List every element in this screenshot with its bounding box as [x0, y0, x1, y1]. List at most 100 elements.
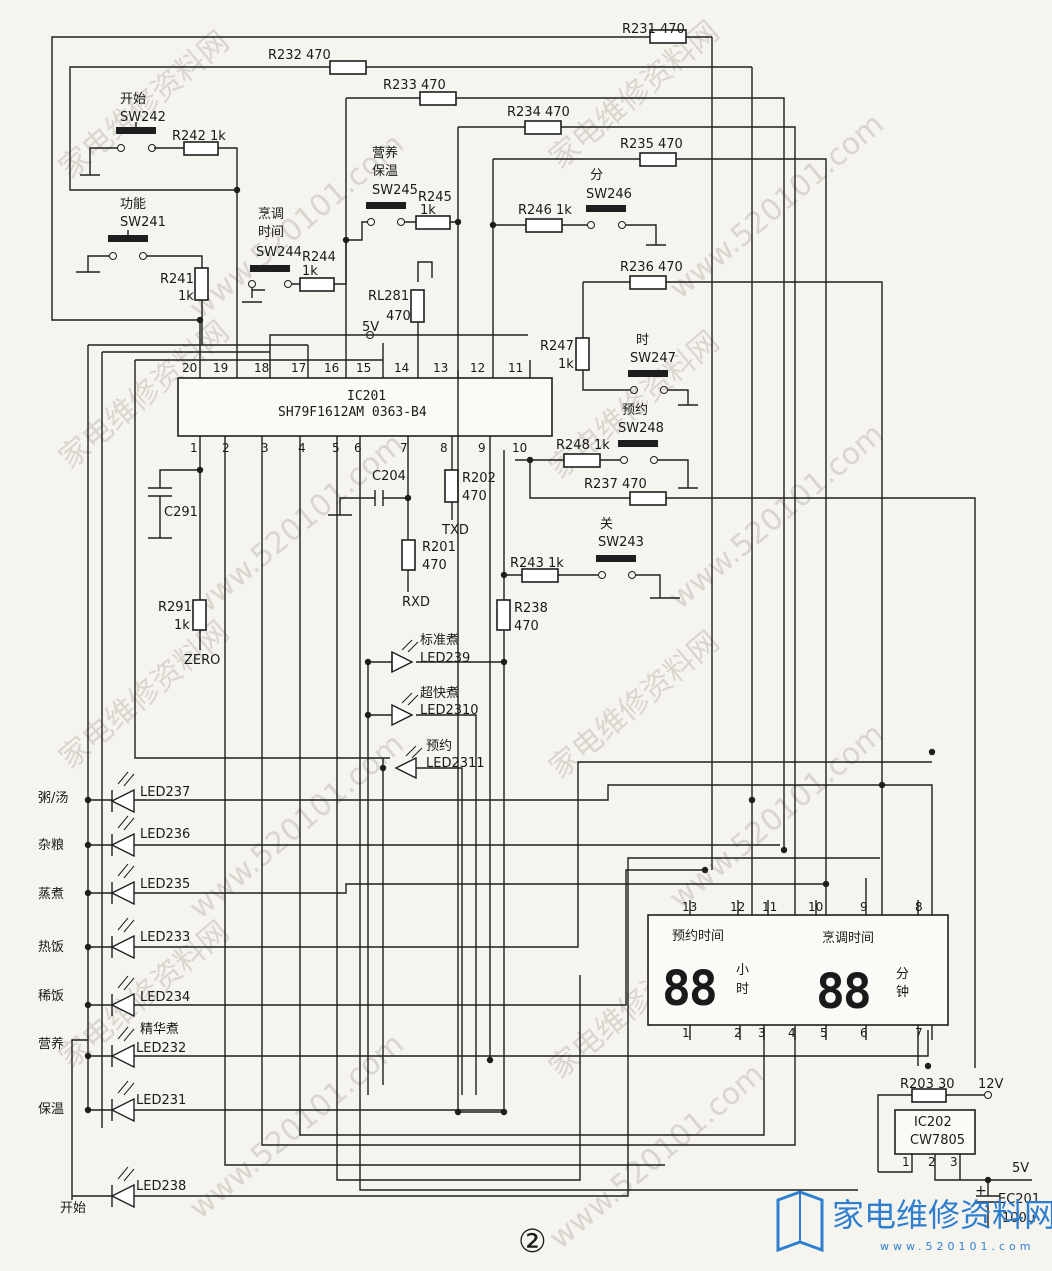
resistor-r242-label: R242 1k: [172, 129, 226, 144]
lcd-pin-13: 13: [682, 900, 697, 914]
resistor-r234: R234 470: [507, 105, 570, 135]
resistor-rl281-label: RL281: [368, 289, 409, 304]
lcd-pin-12: 12: [730, 900, 745, 914]
supply-12v-label: 12V: [978, 1077, 1004, 1092]
switch-sw241: R241 1k 功能 SW241: [76, 197, 209, 345]
capacitor-c204-label: C204: [372, 469, 406, 484]
resistor-r232: R232 470: [268, 48, 367, 75]
resistor-r236-label: R236 470: [620, 260, 683, 275]
resistor-r233: R233 470: [383, 78, 457, 106]
switch-sw243-button: [596, 555, 636, 562]
switch-sw242-button: [116, 127, 156, 134]
top-wiring: [51, 36, 976, 1068]
junction-dots: [196, 186, 992, 1184]
led237-function: 粥/汤: [38, 790, 68, 806]
switch-sw244-ref: SW244: [256, 245, 302, 260]
led238: LED238 开始: [60, 1166, 186, 1216]
resistor-r291-label: R291: [158, 600, 192, 615]
resistor-r246-label: R246 1k: [518, 203, 572, 218]
ic201: 5V IC201 SH79F1612AM 0363-B4 20 19 18 17…: [177, 240, 553, 455]
switch-sw246-function: 分: [590, 168, 603, 183]
ic201-part: SH79F1612AM 0363-B4: [278, 405, 427, 420]
ic202-pin-3: 3: [950, 1155, 958, 1169]
ic201-pin-5: 5: [332, 441, 340, 455]
ic201-pin-7: 7: [400, 441, 408, 455]
switch-sw247-ref: SW247: [630, 351, 676, 366]
site-logo: 家电维修资料网 www.520101.com: [776, 1190, 1052, 1253]
watermark-url: www.520101.com: [663, 417, 891, 616]
lcd-pin-3: 3: [758, 1026, 766, 1040]
switch-sw242-ref: SW242: [120, 110, 166, 125]
lcd-pin-7: 7: [915, 1026, 923, 1040]
lcd-hour-1: 小: [736, 963, 749, 978]
led231: LED231 保温: [38, 1080, 186, 1123]
led235: LED235 蒸煮: [38, 863, 190, 906]
resistor-r236-body: [629, 275, 667, 290]
ic202-pin-1: 1: [902, 1155, 910, 1169]
ic201-pin-20: 20: [182, 361, 197, 375]
resistor-r201-value: 470: [422, 558, 447, 573]
watermark-url: www.520101.com: [543, 1057, 771, 1256]
switch-sw243-function: 关: [600, 517, 613, 532]
ic202-ref: IC202: [914, 1115, 952, 1130]
switch-sw247-button: [628, 370, 668, 377]
lcd-min-2: 钟: [896, 984, 909, 1000]
ic201-pin-12: 12: [470, 361, 485, 375]
led236: LED236 杂粮: [38, 815, 190, 858]
led233: LED233 热饭: [38, 917, 190, 960]
ic202-pin-2: 2: [928, 1155, 936, 1169]
resistor-r241-value: 1k: [178, 289, 194, 304]
lcd-pin-5: 5: [820, 1026, 828, 1040]
switch-sw245: R245 1k 营养 保温 SW245: [346, 145, 458, 241]
resistor-r238-label: R238: [514, 601, 548, 616]
ic201-pin-18: 18: [254, 361, 269, 375]
lcd-pin-8: 8: [915, 900, 923, 914]
led232-ref: LED232: [136, 1041, 186, 1056]
left-led-wiring: [134, 761, 933, 1197]
led233-ref: LED233: [140, 930, 190, 945]
switch-sw241-ref: SW241: [120, 215, 166, 230]
watermark-text: 家电维修资料网: [53, 614, 236, 776]
resistor-r243-label: R243 1k: [510, 556, 564, 571]
resistor-r235-body: [639, 152, 677, 167]
resistor-r241-label: R241: [160, 272, 194, 287]
resistor-r247-value: 1k: [558, 357, 574, 372]
left-rails: [71, 344, 390, 1200]
resistor-r232-body: [329, 60, 367, 75]
led236-function: 杂粮: [38, 838, 64, 853]
switch-sw248-button: [618, 440, 658, 447]
led239-function: 标准煮: [420, 633, 459, 648]
ic201-pin-10: 10: [512, 441, 527, 455]
led238-function: 开始: [60, 1201, 86, 1216]
ic202-part: CW7805: [910, 1133, 965, 1148]
lcd-hour-2: 时: [736, 982, 749, 997]
resistor-r232-label: R232 470: [268, 48, 331, 63]
ec201-value: 100μ: [1002, 1211, 1035, 1226]
ic201-pin-16: 16: [324, 361, 339, 375]
led235-ref: LED235: [140, 877, 190, 892]
resistor-r236: R236 470: [620, 260, 683, 290]
led231-function: 保温: [38, 1102, 64, 1117]
ic201-pin-9: 9: [478, 441, 486, 455]
resistor-r237-body: [629, 491, 667, 506]
switch-sw248-function: 预约: [622, 403, 648, 418]
ic201-pin-17: 17: [291, 361, 306, 375]
switch-sw245-ref: SW245: [372, 183, 418, 198]
resistor-r291-value: 1k: [174, 618, 190, 633]
resistor-r203-body: [911, 1088, 947, 1103]
zero-net-label: ZERO: [184, 653, 220, 668]
ic201-pin-2: 2: [222, 441, 230, 455]
resistor-r202-body: [444, 469, 459, 503]
ic201-pin-15: 15: [356, 361, 371, 375]
resistor-r245-body: [415, 215, 451, 230]
resistor-r243-body: [521, 568, 559, 583]
resistor-r247-body: [575, 337, 590, 371]
led231-ref: LED231: [136, 1093, 186, 1108]
switch-sw242-function: 开始: [120, 92, 146, 107]
resistor-r235: R235 470: [620, 137, 683, 167]
watermark-url: www.520101.com: [183, 427, 411, 626]
watermark-url: www.520101.com: [663, 717, 891, 916]
ic201-pin-11: 11: [508, 361, 523, 375]
resistor-r245-value: 1k: [420, 203, 436, 218]
